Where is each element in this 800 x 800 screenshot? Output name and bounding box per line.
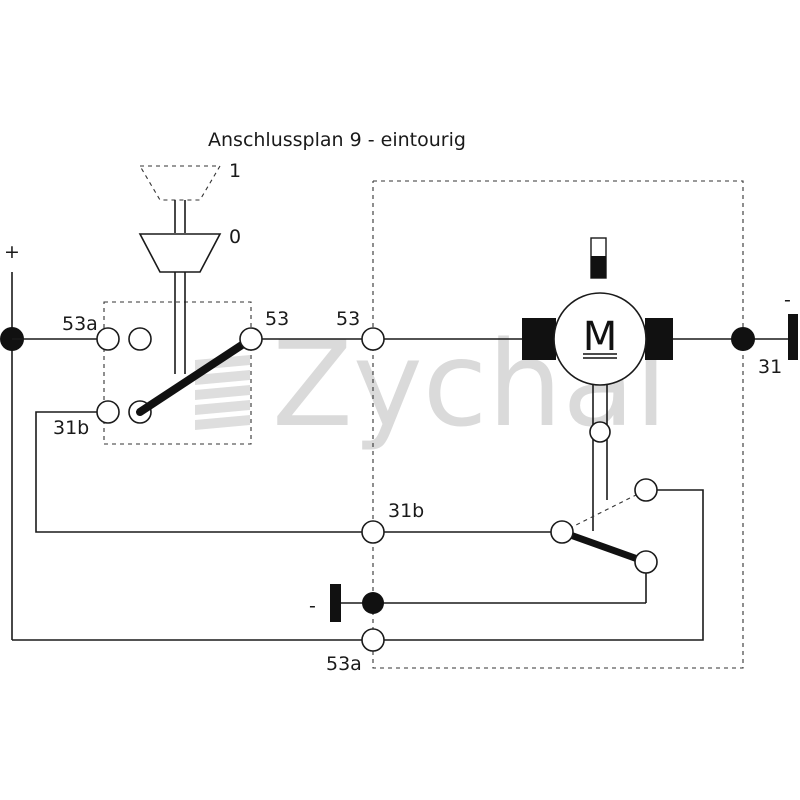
switch-terminal-53	[239, 327, 263, 351]
motor-terminal-31b	[361, 520, 385, 544]
wire-31b-from-switch	[35, 411, 362, 533]
motor-brush-left	[522, 318, 556, 360]
motor-terminal-53a	[361, 628, 385, 652]
ground-junction-dot	[362, 592, 384, 614]
plus-label: +	[4, 241, 20, 263]
label-motor-31b: 31b	[388, 500, 424, 522]
motor-indicator-fill	[591, 256, 606, 278]
park-switch-lever	[558, 528, 650, 566]
switch-lever	[136, 335, 255, 416]
diagram-title: Anschlussplan 9 - eintourig	[208, 129, 466, 151]
label-switch-53: 53	[265, 308, 289, 330]
label-switch-31b: 31b	[53, 417, 89, 439]
park-switch-pivot	[550, 520, 574, 544]
minus-right-label: -	[784, 289, 791, 311]
park-switch-alternate-position	[561, 489, 647, 533]
position-1-label: 1	[229, 160, 241, 182]
switch-terminal-53a-contact	[128, 327, 152, 351]
shaft-cam	[589, 421, 611, 443]
knob-position-1-outline	[139, 165, 221, 201]
wire-53a-to-park-upper	[384, 489, 704, 641]
motor-symbol: M	[583, 314, 618, 360]
ground-terminal-bottom	[330, 584, 341, 622]
label-motor-53: 53	[336, 308, 360, 330]
motor-terminal-53	[361, 327, 385, 351]
park-switch-contact-upper	[634, 478, 658, 502]
knob-position-0	[138, 233, 222, 273]
switch-terminal-53a	[96, 327, 120, 351]
switch-terminal-31b	[96, 400, 120, 424]
motor: M	[522, 292, 673, 386]
label-motor-53a: 53a	[326, 653, 362, 675]
motor-brush-right	[645, 318, 673, 360]
park-switch-contact-lower	[634, 550, 658, 574]
motor-enclosure	[372, 180, 744, 669]
ground-terminal-right	[788, 314, 798, 360]
label-motor-31: 31	[758, 356, 782, 378]
position-0-label: 0	[229, 226, 241, 248]
minus-bottom-label: -	[309, 595, 316, 617]
motor-body	[553, 292, 647, 386]
label-switch-53a: 53a	[62, 313, 98, 335]
switch-enclosure	[103, 301, 252, 445]
junction-31-dot	[731, 327, 755, 351]
